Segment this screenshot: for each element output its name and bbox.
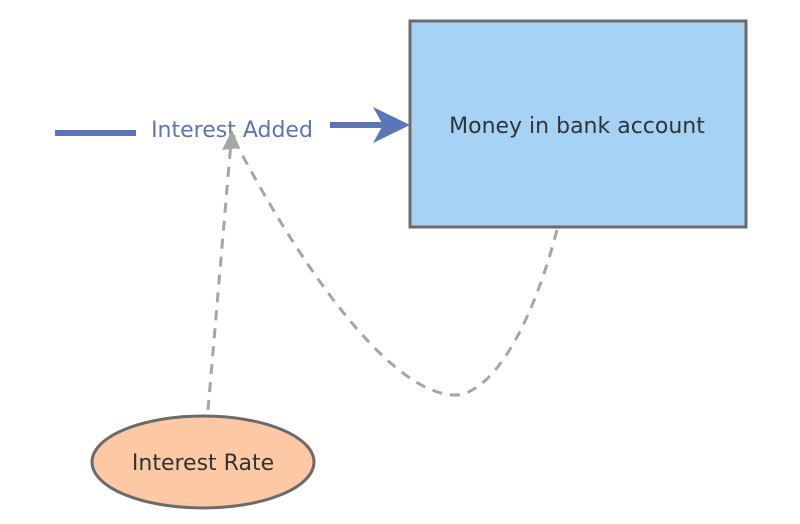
variable-label: Interest Rate — [132, 451, 274, 476]
link-rate-to-flow — [206, 141, 233, 411]
stock-money-in-bank-account[interactable]: Money in bank account — [408, 19, 748, 229]
stock-label: Money in bank account — [449, 114, 705, 139]
variable-interest-rate[interactable]: Interest Rate — [90, 414, 316, 510]
stock-box — [408, 19, 748, 229]
flow-arrowhead — [373, 107, 410, 143]
link-arrowhead-icon — [222, 130, 240, 150]
link-line — [206, 141, 233, 411]
variable-ellipse — [90, 414, 316, 510]
